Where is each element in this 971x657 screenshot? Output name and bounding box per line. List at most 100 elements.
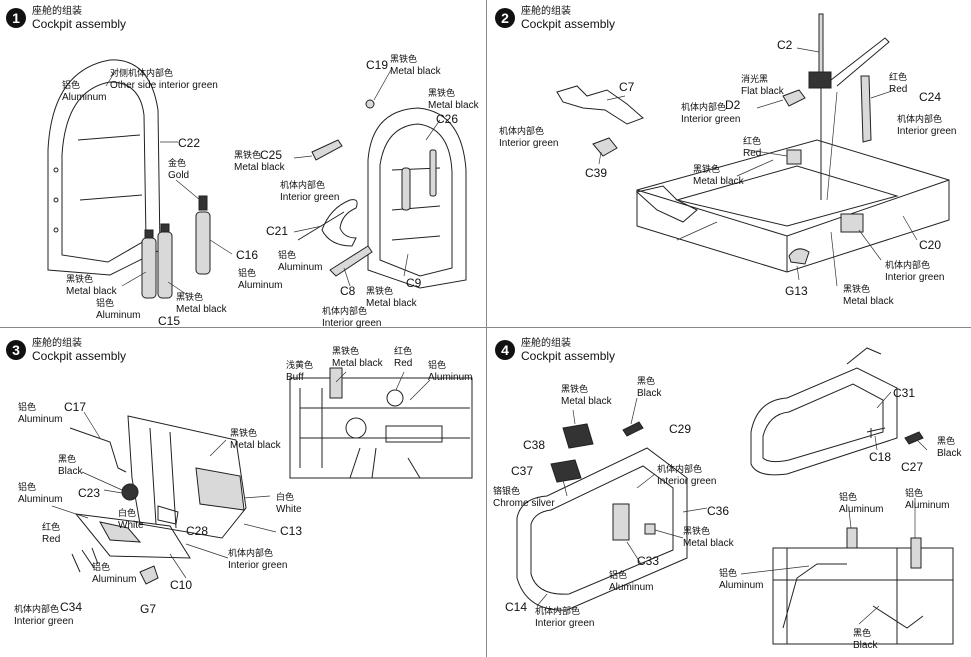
part-number: C31 (893, 386, 916, 400)
step-3-header: 3 座舱的组装 Cockpit assembly (6, 338, 126, 362)
part-number: C33 (637, 554, 660, 568)
step-number: 2 (495, 8, 515, 28)
part-number: C38 (523, 438, 546, 452)
step-title-en: Cockpit assembly (32, 349, 127, 363)
part-number: C24 (919, 90, 942, 104)
vertical-divider (486, 0, 487, 657)
part-number: C2 (777, 38, 793, 52)
part-number: C26 (436, 112, 459, 126)
step-title-cn: 座舱的组装 (32, 338, 82, 349)
part-number: C36 (707, 504, 730, 518)
step-1-header: 1 座舱的组装 Cockpit assembly (6, 6, 126, 30)
part-number: G13 (785, 284, 808, 298)
part-number: C8 (340, 284, 356, 298)
step-2-illustration (556, 13, 950, 287)
step-1-illustration (47, 59, 467, 299)
step-4-header: 4 座舱的组装 Cockpit assembly (495, 338, 615, 362)
part-number: C10 (170, 578, 193, 592)
step-3-illustration (51, 367, 473, 585)
part-number: C7 (619, 80, 635, 94)
part-number: C27 (901, 460, 924, 474)
step-number: 1 (6, 8, 26, 28)
part-number: C18 (869, 450, 892, 464)
part-number: C23 (78, 486, 101, 500)
part-number: C39 (585, 166, 608, 180)
part-number: C15 (158, 314, 181, 328)
step-4-illustration (516, 347, 954, 645)
part-number: G7 (140, 602, 157, 616)
part-number: C16 (236, 248, 259, 262)
part-number: C25 (260, 148, 283, 162)
step-title-cn: 座舱的组装 (521, 6, 571, 17)
step-title-cn: 座舱的组装 (32, 6, 82, 17)
step-2-header: 2 座舱的组装 Cockpit assembly (495, 6, 615, 30)
part-number: C19 (366, 58, 389, 72)
part-number: C37 (511, 464, 534, 478)
step-title-en: Cockpit assembly (521, 349, 616, 363)
step-title-en: Cockpit assembly (521, 17, 616, 31)
part-number: C14 (505, 600, 528, 614)
part-number: C13 (280, 524, 303, 538)
step-number: 4 (495, 340, 515, 360)
step-title-en: Cockpit assembly (32, 17, 127, 31)
step-title-cn: 座舱的组装 (521, 338, 571, 349)
part-number: C29 (669, 422, 692, 436)
horizontal-divider (0, 327, 971, 328)
part-number: C21 (266, 224, 289, 238)
part-number: C28 (186, 524, 209, 538)
part-number: C17 (64, 400, 87, 414)
part-number: C9 (406, 276, 422, 290)
step-number: 3 (6, 340, 26, 360)
